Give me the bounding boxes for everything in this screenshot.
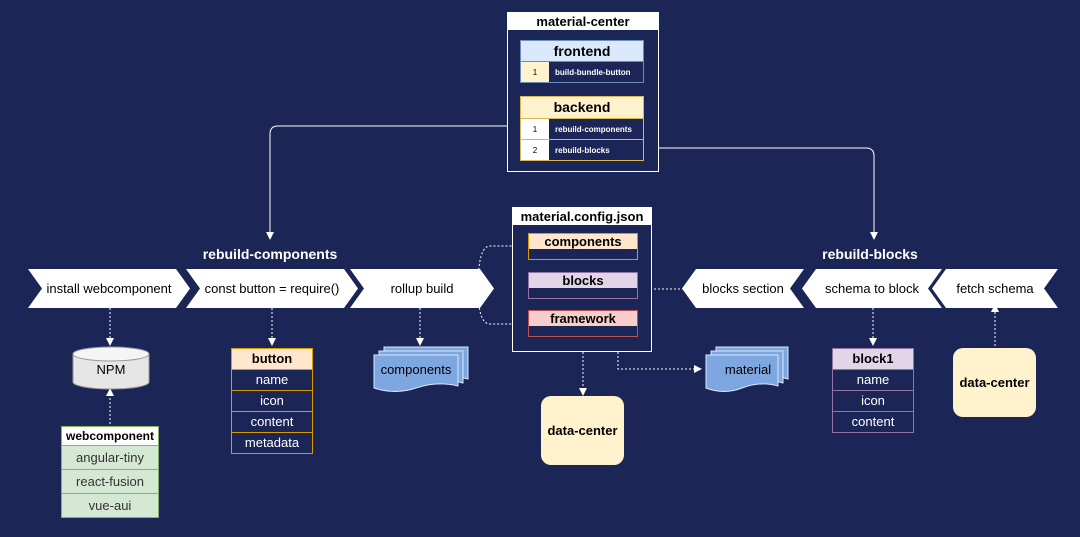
table-row: icon — [232, 390, 312, 411]
row-number: 2 — [521, 140, 549, 160]
material-config-title: material.config.json — [513, 208, 651, 225]
material-documents: material — [704, 346, 790, 392]
webcomponent-list: webcomponent angular-tiny react-fusion v… — [61, 426, 159, 518]
row-label: rebuild-blocks — [549, 140, 643, 160]
multi-document-icon — [705, 346, 789, 392]
section-header: framework — [529, 311, 637, 326]
button-table: button name icon content metadata — [231, 348, 313, 454]
frontend-row[interactable]: 1 build-bundle-button — [520, 62, 644, 83]
block1-table: block1 name icon content — [832, 348, 914, 433]
connector-backend-to-rebuild-blocks — [644, 147, 878, 240]
npm-cylinder: NPM — [72, 346, 150, 390]
frontend-table: frontend 1 build-bundle-button — [520, 40, 644, 83]
chevron-shape — [802, 269, 942, 308]
data-center-label: data-center — [959, 375, 1030, 390]
block1-table-title: block1 — [833, 349, 913, 369]
backend-header: backend — [520, 96, 644, 119]
table-row: content — [833, 411, 913, 432]
connector-config-to-material — [617, 352, 702, 373]
connector-backend-to-rebuild-components — [266, 125, 520, 240]
step-schema-to-block[interactable]: schema to block — [802, 269, 942, 308]
section-header: blocks — [529, 273, 637, 288]
backend-row[interactable]: 2 rebuild-blocks — [520, 140, 644, 161]
rebuild-blocks-title: rebuild-blocks — [822, 246, 918, 262]
rebuild-components-title: rebuild-components — [202, 246, 338, 262]
row-number: 1 — [521, 62, 549, 82]
webcomponent-title: webcomponent — [62, 427, 158, 445]
step-fetch-schema[interactable]: fetch schema — [932, 269, 1058, 308]
multi-document-icon — [373, 346, 469, 392]
material-doc-label: material — [724, 362, 772, 377]
table-row: metadata — [232, 432, 312, 453]
row-label: rebuild-components — [549, 119, 643, 139]
step-label: install webcomponent — [46, 281, 172, 296]
chevron-shape — [186, 269, 358, 308]
step-install-webcomponent[interactable]: install webcomponent — [28, 269, 190, 308]
chevron-shape — [28, 269, 190, 308]
data-center-label: data-center — [547, 423, 618, 438]
table-row: content — [232, 411, 312, 432]
step-rollup-build[interactable]: rollup build — [350, 269, 494, 308]
backend-table: backend 1 rebuild-components 2 rebuild-b… — [520, 96, 644, 161]
components-documents: components — [372, 346, 470, 392]
config-section-blocks[interactable]: blocks — [528, 272, 638, 299]
chevron-shape — [932, 269, 1058, 308]
step-label: schema to block — [825, 281, 919, 296]
table-row: name — [232, 369, 312, 390]
section-header: components — [529, 234, 637, 249]
step-const-button-require[interactable]: const button = require() — [186, 269, 358, 308]
row-number: 1 — [521, 119, 549, 139]
components-doc-label: components — [380, 362, 452, 377]
database-icon — [72, 346, 150, 390]
list-item[interactable]: angular-tiny — [62, 445, 158, 469]
step-label: fetch schema — [956, 281, 1034, 296]
data-center-box-right[interactable]: data-center — [953, 348, 1036, 417]
chevron-shape — [350, 269, 494, 308]
config-section-framework[interactable]: framework — [528, 310, 638, 337]
connector-rollup-to-config-framework — [477, 287, 528, 328]
row-label: build-bundle-button — [549, 62, 643, 82]
step-label: const button = require() — [204, 281, 340, 296]
chevron-shape — [682, 269, 804, 308]
material-center-title: material-center — [508, 13, 658, 30]
button-table-title: button — [232, 349, 312, 369]
npm-label: NPM — [96, 362, 126, 377]
config-section-components[interactable]: components — [528, 233, 638, 260]
step-blocks-section[interactable]: blocks section — [682, 269, 804, 308]
table-row: name — [833, 369, 913, 390]
list-item[interactable]: vue-aui — [62, 493, 158, 517]
list-item[interactable]: react-fusion — [62, 469, 158, 493]
step-label: blocks section — [702, 281, 784, 296]
backend-row[interactable]: 1 rebuild-components — [520, 119, 644, 140]
table-row: icon — [833, 390, 913, 411]
step-label: rollup build — [390, 281, 454, 296]
frontend-header: frontend — [520, 40, 644, 62]
data-center-box[interactable]: data-center — [541, 396, 624, 465]
